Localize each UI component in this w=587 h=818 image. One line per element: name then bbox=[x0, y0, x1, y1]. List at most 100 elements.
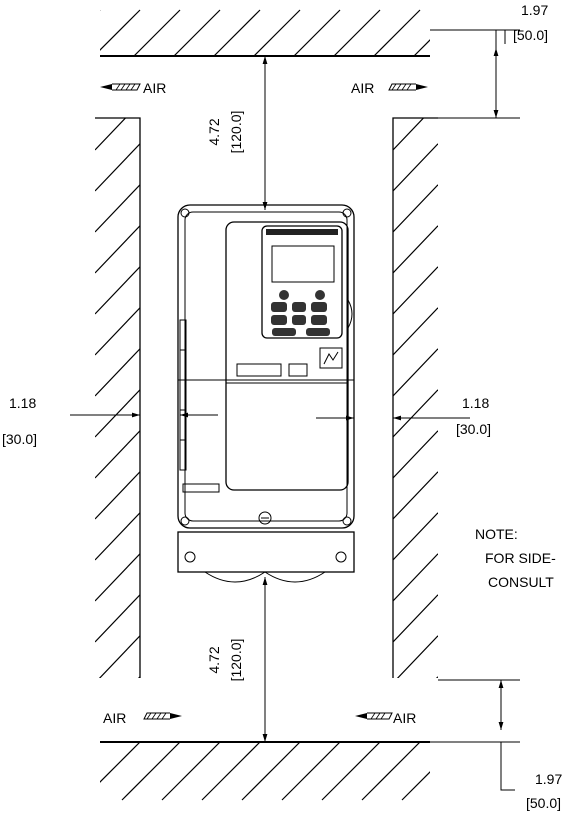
hatch-line bbox=[413, 39, 430, 56]
hatch-line bbox=[293, 9, 341, 56]
top-clearance-mm: [50.0] bbox=[513, 27, 548, 43]
hatch-line bbox=[95, 430, 140, 479]
hatch-line bbox=[161, 742, 221, 801]
left-side-mm: [30.0] bbox=[2, 431, 37, 447]
hatch-line bbox=[100, 742, 141, 783]
hatch-line bbox=[393, 348, 438, 397]
hatch-line bbox=[321, 742, 381, 801]
hatch-line bbox=[393, 553, 438, 602]
air-label-top-right: AIR bbox=[351, 80, 374, 96]
hatch-line bbox=[401, 771, 430, 801]
hatch-line bbox=[95, 184, 140, 233]
hatch-line bbox=[201, 742, 261, 801]
hatch-line bbox=[95, 512, 140, 561]
cover-screw-icon bbox=[258, 511, 272, 525]
right-side-inch: 1.18 bbox=[462, 395, 489, 411]
hatch-line bbox=[95, 143, 140, 192]
keypad-operator bbox=[261, 225, 343, 339]
hatch-line bbox=[281, 742, 341, 801]
note-line-1: FOR SIDE- bbox=[485, 550, 556, 566]
hatch-line bbox=[95, 225, 140, 274]
hatch-line bbox=[393, 143, 438, 192]
air-arrow-top-right bbox=[388, 83, 428, 91]
hatch-line bbox=[253, 9, 301, 56]
bottom-gap-inch: 4.72 bbox=[206, 646, 222, 673]
bottom-clearance-mm: [50.0] bbox=[526, 795, 561, 811]
hatch-line bbox=[393, 594, 438, 643]
top-gap-inch: 4.72 bbox=[206, 118, 222, 145]
hatch-line bbox=[393, 266, 438, 315]
hatch-line bbox=[100, 10, 101, 11]
hatch-line bbox=[393, 389, 438, 438]
hatch-line bbox=[393, 225, 438, 274]
top-gap-mm: [120.0] bbox=[228, 111, 244, 154]
mounting-hole-icon bbox=[342, 516, 352, 526]
air-label-bottom-right: AIR bbox=[393, 710, 416, 726]
air-label-top-left: AIR bbox=[143, 80, 166, 96]
air-arrow-bottom-left bbox=[143, 712, 182, 720]
conduit-box bbox=[177, 531, 355, 573]
hatch-line bbox=[98, 635, 140, 678]
right-wall bbox=[392, 117, 438, 678]
keypad-led-strip bbox=[266, 229, 338, 235]
hatch-line bbox=[393, 512, 438, 561]
hatch-line bbox=[333, 9, 381, 56]
bottom-gap-mm: [120.0] bbox=[228, 639, 244, 682]
top-clearance-inch: 1.97 bbox=[521, 2, 548, 18]
hatch-line bbox=[213, 9, 261, 56]
top-gap-label: 4.72 [120.0] bbox=[206, 111, 244, 154]
hatch-line bbox=[241, 742, 301, 801]
keypad-buttons bbox=[271, 290, 330, 336]
hatch-line bbox=[100, 742, 101, 743]
hatch-line bbox=[393, 184, 438, 233]
hatch-line bbox=[396, 635, 438, 678]
front-cover bbox=[225, 221, 349, 491]
hatch-line bbox=[454, 10, 500, 56]
hatch-line bbox=[121, 742, 181, 801]
mounting-hole-icon bbox=[180, 516, 190, 526]
right-side-mm: [30.0] bbox=[456, 421, 491, 437]
left-side-inch: 1.18 bbox=[9, 395, 36, 411]
bottom-wall bbox=[100, 741, 540, 801]
note-line-2: CONSULT bbox=[488, 574, 554, 590]
hatch-line bbox=[393, 307, 438, 356]
air-arrow-top-left bbox=[100, 83, 141, 91]
hatch-line bbox=[173, 9, 221, 56]
bottom-gap-label: 4.72 [120.0] bbox=[206, 639, 244, 682]
hatch-line bbox=[482, 742, 540, 800]
hatch-line bbox=[95, 307, 140, 356]
hatch-line bbox=[95, 348, 140, 397]
side-vent bbox=[179, 319, 187, 471]
hatch-line bbox=[95, 266, 140, 315]
bottom-clearance-inch: 1.97 bbox=[535, 771, 562, 787]
hatch-line bbox=[95, 471, 140, 520]
hatch-line bbox=[95, 594, 140, 643]
hatch-line bbox=[361, 742, 421, 801]
hatch-line bbox=[373, 9, 421, 56]
keypad-display bbox=[271, 245, 335, 283]
hatch-line bbox=[393, 118, 425, 151]
hatch-line bbox=[393, 430, 438, 479]
hatch-line bbox=[95, 118, 127, 151]
brand-badge bbox=[319, 347, 343, 369]
hatch-line bbox=[393, 471, 438, 520]
conduit-openings bbox=[204, 571, 326, 583]
hatch-line bbox=[95, 553, 140, 602]
label-plate-small bbox=[288, 363, 308, 377]
drive-body bbox=[177, 204, 355, 529]
air-label-bottom-left: AIR bbox=[103, 710, 126, 726]
hatch-line bbox=[133, 9, 181, 56]
left-wall bbox=[95, 117, 141, 678]
note-title: NOTE: bbox=[475, 526, 518, 542]
top-wall bbox=[100, 9, 500, 57]
bottom-clearance-dimension bbox=[430, 679, 520, 791]
top-clearance-dimension bbox=[430, 29, 520, 119]
mounting-hole-icon bbox=[342, 208, 352, 218]
drive-unit bbox=[177, 204, 355, 583]
hatch-line bbox=[442, 742, 500, 800]
air-arrow-bottom-right bbox=[355, 712, 393, 720]
hatch-line bbox=[100, 9, 141, 51]
label-plate bbox=[236, 363, 282, 377]
mounting-hole-icon bbox=[180, 208, 190, 218]
hatch-line bbox=[95, 389, 140, 438]
